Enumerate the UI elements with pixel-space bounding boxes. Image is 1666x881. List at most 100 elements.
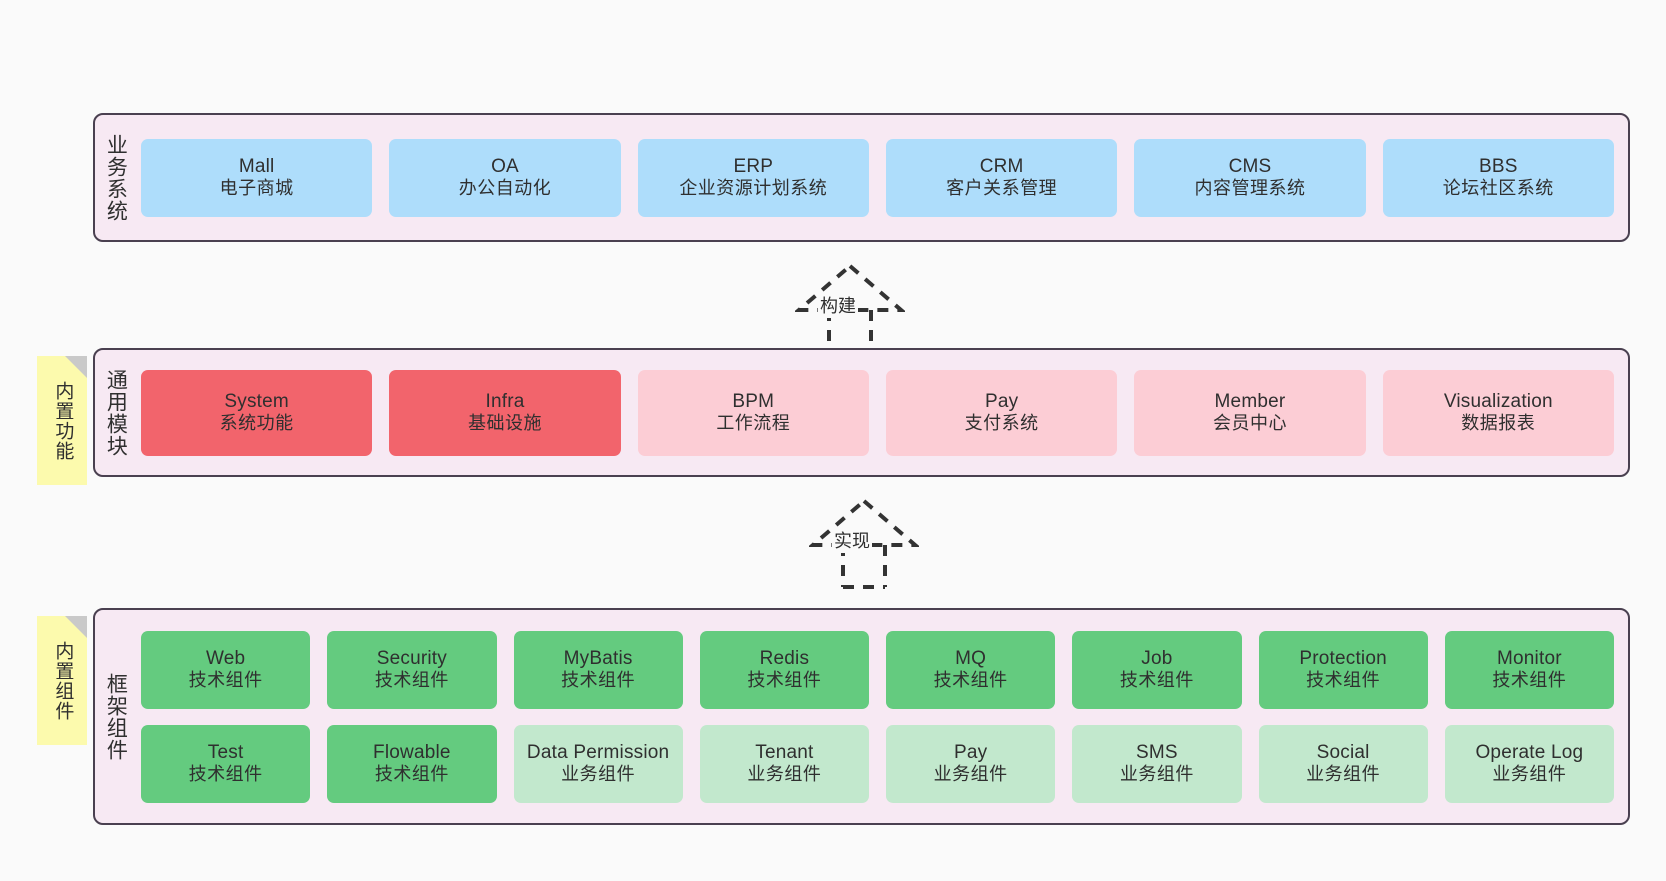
sticky-note-label: 内置功能	[52, 380, 74, 461]
node-subtitle: 支付系统	[964, 413, 1039, 434]
node-data-permission[interactable]: Data Permission 业务组件	[513, 724, 683, 803]
node-title: SMS	[1135, 741, 1178, 763]
node-title: Flowable	[373, 741, 451, 763]
node-subtitle: 技术组件	[374, 670, 449, 691]
layer-title-common-modules: 通用模块	[104, 368, 128, 457]
node-subtitle: 论坛社区系统	[1442, 178, 1554, 199]
layer-body-framework-components: Web 技术组件 Security 技术组件 MyBatis 技术组件 Redi…	[135, 610, 1628, 823]
node-subtitle: 技术组件	[188, 670, 263, 691]
connector-label-implement: 实现	[832, 527, 872, 553]
node-mq[interactable]: MQ 技术组件	[886, 630, 1056, 709]
node-erp[interactable]: ERP 企业资源计划系统	[637, 138, 869, 217]
node-row: Mall 电子商城 OA 办公自动化 ERP 企业资源计划系统 CRM 客户关系…	[141, 138, 1614, 217]
node-title: Test	[207, 741, 244, 763]
node-bpm[interactable]: BPM 工作流程	[637, 369, 869, 456]
layer-common-modules: 通用模块 System 系统功能 Infra 基础设施 BPM 工作流程 Pay…	[93, 348, 1630, 477]
node-title: Member	[1214, 390, 1286, 412]
node-pay-component[interactable]: Pay 业务组件	[886, 724, 1056, 803]
node-web[interactable]: Web 技术组件	[141, 630, 311, 709]
node-bbs[interactable]: BBS 论坛社区系统	[1382, 138, 1614, 217]
node-subtitle: 技术组件	[561, 670, 636, 691]
node-mybatis[interactable]: MyBatis 技术组件	[513, 630, 683, 709]
node-subtitle: 技术组件	[374, 764, 449, 785]
node-job[interactable]: Job 技术组件	[1072, 630, 1242, 709]
layer-framework-components: 框架组件 Web 技术组件 Security 技术组件 MyBatis 技术组件…	[93, 608, 1630, 825]
node-subtitle: 工作流程	[716, 413, 791, 434]
node-title: Visualization	[1443, 390, 1553, 412]
node-subtitle: 业务组件	[747, 764, 822, 785]
node-subtitle: 业务组件	[1306, 764, 1381, 785]
node-title: Operate Log	[1475, 741, 1584, 763]
sticky-note-builtin-components: 内置组件	[37, 616, 87, 745]
node-title: Pay	[984, 390, 1019, 412]
node-title: Monitor	[1496, 647, 1562, 669]
node-subtitle: 电子商城	[219, 178, 294, 199]
node-subtitle: 技术组件	[747, 670, 822, 691]
node-protection[interactable]: Protection 技术组件	[1258, 630, 1428, 709]
node-subtitle: 客户关系管理	[946, 178, 1058, 199]
node-title: Mall	[238, 155, 275, 177]
node-subtitle: 数据报表	[1461, 413, 1536, 434]
node-operate-log[interactable]: Operate Log 业务组件	[1444, 724, 1614, 803]
node-subtitle: 系统功能	[219, 413, 294, 434]
node-visualization[interactable]: Visualization 数据报表	[1382, 369, 1614, 456]
node-flowable[interactable]: Flowable 技术组件	[327, 724, 497, 803]
node-cms[interactable]: CMS 内容管理系统	[1134, 138, 1366, 217]
node-tenant[interactable]: Tenant 业务组件	[699, 724, 869, 803]
sticky-fold-corner-icon	[65, 356, 87, 378]
node-monitor[interactable]: Monitor 技术组件	[1444, 630, 1614, 709]
layer-body-common-modules: System 系统功能 Infra 基础设施 BPM 工作流程 Pay 支付系统…	[135, 350, 1628, 475]
sticky-note-builtin-functions: 内置功能	[37, 356, 87, 485]
node-title: Tenant	[755, 741, 814, 763]
node-title: Social	[1316, 741, 1370, 763]
node-subtitle: 基础设施	[467, 413, 542, 434]
node-subtitle: 业务组件	[933, 764, 1008, 785]
node-title: CRM	[979, 155, 1024, 177]
node-subtitle: 技术组件	[1119, 670, 1194, 691]
node-title: Infra	[485, 390, 525, 412]
sticky-fold-corner-icon	[65, 616, 87, 638]
node-subtitle: 技术组件	[188, 764, 263, 785]
node-pay-module[interactable]: Pay 支付系统	[885, 369, 1118, 456]
node-oa[interactable]: OA 办公自动化	[389, 138, 621, 217]
node-sms[interactable]: SMS 业务组件	[1072, 724, 1242, 803]
layer-body-business-systems: Mall 电子商城 OA 办公自动化 ERP 企业资源计划系统 CRM 客户关系…	[135, 115, 1628, 240]
node-title: System	[224, 390, 289, 412]
node-title: Data Permission	[526, 741, 670, 763]
node-title: OA	[491, 155, 519, 177]
node-redis[interactable]: Redis 技术组件	[699, 630, 869, 709]
node-subtitle: 技术组件	[1306, 670, 1381, 691]
node-subtitle: 企业资源计划系统	[679, 178, 828, 199]
node-subtitle: 内容管理系统	[1194, 178, 1306, 199]
layer-title-framework-components: 框架组件	[104, 672, 128, 761]
node-crm[interactable]: CRM 客户关系管理	[885, 138, 1118, 217]
node-title: BBS	[1478, 155, 1518, 177]
node-title: Security	[376, 647, 447, 669]
node-title: Web	[205, 647, 246, 669]
node-row: Test 技术组件 Flowable 技术组件 Data Permission …	[141, 724, 1614, 803]
node-subtitle: 技术组件	[933, 670, 1008, 691]
node-title: CMS	[1228, 155, 1272, 177]
node-subtitle: 业务组件	[1492, 764, 1567, 785]
node-infra[interactable]: Infra 基础设施	[389, 369, 621, 456]
node-system[interactable]: System 系统功能	[141, 369, 373, 456]
node-row: Web 技术组件 Security 技术组件 MyBatis 技术组件 Redi…	[141, 630, 1614, 709]
node-subtitle: 业务组件	[1119, 764, 1194, 785]
connector-label-build: 构建	[818, 292, 858, 318]
layer-title-business-systems: 业务系统	[104, 133, 128, 222]
node-row: System 系统功能 Infra 基础设施 BPM 工作流程 Pay 支付系统…	[141, 369, 1614, 456]
node-security[interactable]: Security 技术组件	[327, 630, 497, 709]
node-subtitle: 技术组件	[1492, 670, 1567, 691]
node-subtitle: 办公自动化	[458, 178, 552, 199]
node-member[interactable]: Member 会员中心	[1134, 369, 1366, 456]
node-title: Redis	[759, 647, 810, 669]
node-mall[interactable]: Mall 电子商城	[141, 138, 373, 217]
sticky-note-label: 内置组件	[52, 640, 74, 721]
node-title: MQ	[955, 647, 987, 669]
node-title: Protection	[1299, 647, 1387, 669]
node-test[interactable]: Test 技术组件	[141, 724, 311, 803]
node-social[interactable]: Social 业务组件	[1258, 724, 1428, 803]
node-subtitle: 会员中心	[1212, 413, 1287, 434]
node-title: ERP	[733, 155, 774, 177]
